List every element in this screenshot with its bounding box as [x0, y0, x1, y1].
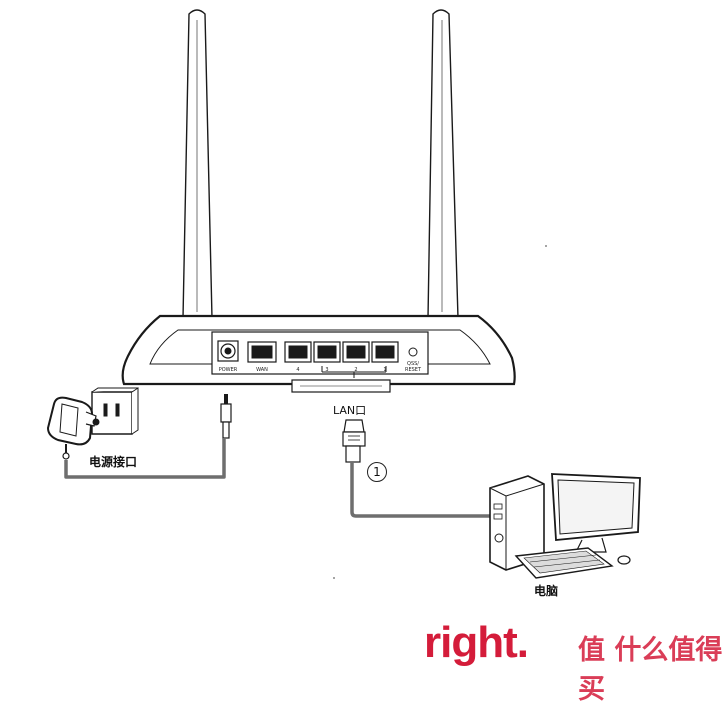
power-adapter	[46, 396, 100, 460]
lan-port-label: LAN口	[333, 404, 367, 417]
wall-outlet	[91, 387, 139, 435]
lan-port-2-label: 2	[354, 367, 358, 373]
wan-port-label: WAN	[256, 367, 268, 373]
right-antenna	[427, 9, 459, 331]
reset-label-line1: QSS/	[407, 361, 419, 367]
connection-diagram	[46, 9, 641, 579]
power-cable	[64, 438, 226, 479]
lan-port-1-label: 1	[383, 367, 387, 373]
rj45-connector	[342, 419, 366, 463]
watermark-right: 值 什么值得买	[578, 635, 723, 705]
step-number-badge: 1	[367, 462, 387, 482]
watermark-left: right.	[424, 618, 529, 667]
stray-dot	[333, 577, 335, 579]
pc-mouse	[617, 555, 631, 565]
left-antenna	[182, 9, 213, 331]
computer	[489, 473, 641, 579]
ethernet-cable	[350, 462, 496, 518]
power-port-label: POWER	[218, 367, 238, 373]
router-ports	[247, 341, 418, 363]
computer-label: 电脑	[534, 584, 559, 598]
lan-bracket	[321, 366, 387, 378]
dc-plug	[220, 394, 232, 439]
lan-port-3-label: 3	[325, 367, 329, 373]
lan-port-4-label: 4	[296, 367, 300, 373]
power-port-label-text: 电源接口	[89, 455, 138, 469]
stray-dot	[545, 245, 547, 247]
reset-button	[408, 347, 418, 357]
router-power-jack	[217, 340, 239, 362]
reset-label-line2: RESET	[404, 367, 422, 373]
